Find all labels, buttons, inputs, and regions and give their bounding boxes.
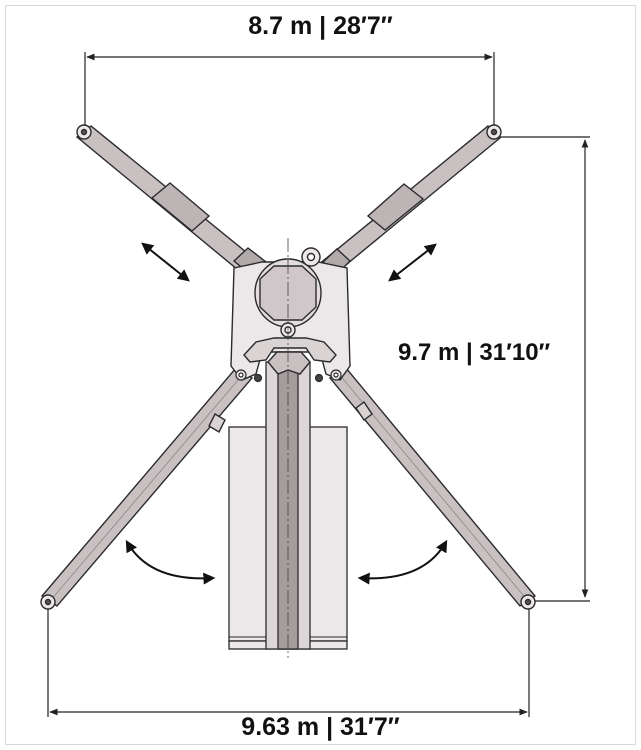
upper-right-outrigger	[316, 125, 502, 279]
diagram-frame	[5, 5, 636, 745]
top-span-label: 8.7 m | 28′7″	[248, 12, 393, 40]
bottom-span-label: 9.63 m | 31′7″	[241, 713, 400, 741]
upper-right-extend-arrow	[388, 243, 437, 282]
motion-arrows	[125, 242, 448, 585]
hinge-pins	[235, 369, 342, 383]
lower-right-swing-arrow	[357, 539, 448, 585]
upper-left-outrigger	[75, 125, 268, 280]
foot-top-right	[486, 124, 502, 140]
lower-left-outrigger	[40, 367, 254, 607]
foot-bottom-left	[40, 594, 56, 610]
height-label: 9.7 m | 31′10″	[398, 339, 551, 366]
outrigger-feet	[40, 124, 536, 610]
foot-bottom-right	[520, 594, 536, 610]
foot-top-left	[76, 124, 92, 140]
dimension-lines	[47, 52, 590, 717]
lower-left-swing-arrow	[125, 539, 216, 585]
lower-right-outrigger	[328, 367, 537, 607]
upper-left-extend-arrow	[141, 242, 190, 282]
turret-housing	[230, 247, 351, 381]
